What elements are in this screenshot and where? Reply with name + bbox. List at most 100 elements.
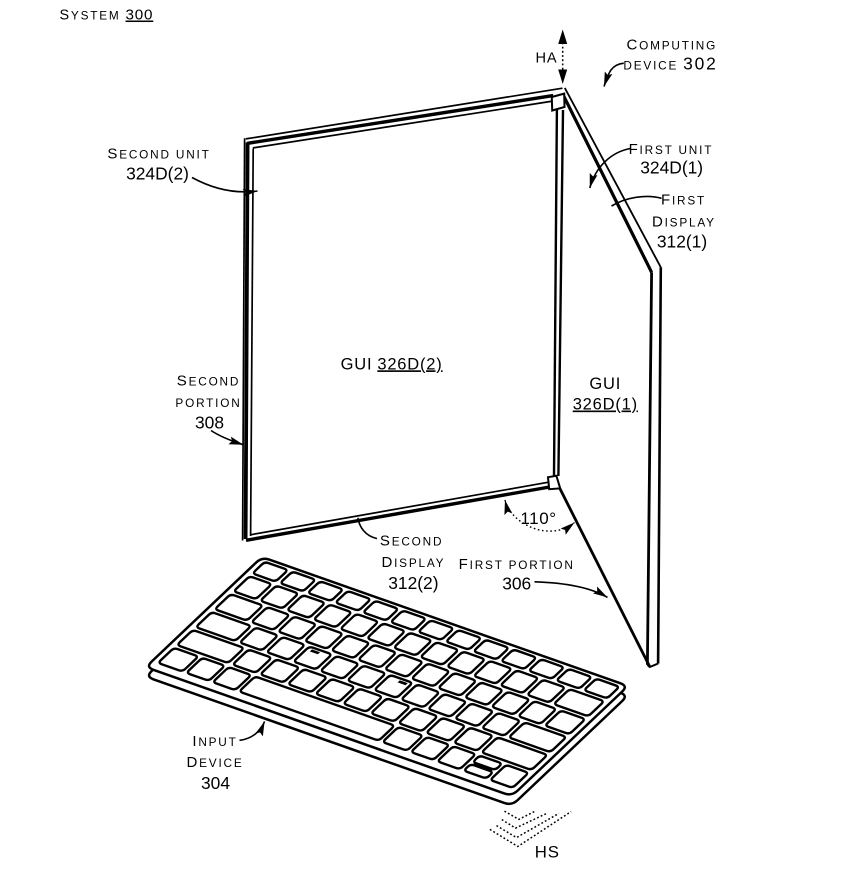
keyboard-homing-mark-f bbox=[309, 649, 321, 655]
keyboard-key bbox=[260, 658, 299, 683]
first-portion-leader bbox=[534, 581, 608, 599]
keyboard-key bbox=[371, 697, 410, 722]
second-panel-top-inner-line bbox=[252, 100, 554, 149]
keyboard-key bbox=[278, 616, 316, 640]
keyboard-key bbox=[315, 678, 355, 703]
keyboard-key-arrow-up bbox=[473, 755, 502, 771]
gui-second-number: 326D(2) bbox=[377, 355, 442, 373]
keyboard-key bbox=[529, 658, 564, 680]
second-panel-bottom-inner-line bbox=[250, 481, 549, 536]
keyboard-key bbox=[343, 688, 382, 713]
first-unit-line1: FIRST UNIT bbox=[629, 141, 714, 158]
keyboard-arrow-separator bbox=[472, 761, 495, 772]
first-panel-right-inner-line bbox=[646, 272, 653, 665]
first-portion-line1: FIRST PORTION bbox=[459, 556, 575, 573]
keyboard-key bbox=[482, 712, 520, 737]
gui-first-label: GUI bbox=[589, 375, 621, 393]
leader-lines bbox=[191, 62, 662, 742]
keyboard-key bbox=[418, 619, 454, 641]
keyboard-key bbox=[509, 721, 566, 753]
hinge-bracket-bottom bbox=[546, 474, 562, 491]
keyboard-key bbox=[474, 660, 512, 685]
keyboard-key bbox=[374, 674, 413, 699]
keyboard-key bbox=[293, 646, 332, 670]
computing-device-line1: COMPUTING bbox=[626, 37, 717, 54]
keyboard-key bbox=[335, 590, 371, 612]
input-device-line1: INPUT bbox=[192, 733, 237, 750]
second-unit-line1: SECOND UNIT bbox=[107, 145, 210, 162]
first-portion-number: 306 bbox=[502, 574, 531, 594]
keyboard-key bbox=[308, 580, 343, 602]
keyboard-key bbox=[490, 764, 529, 789]
keyboard-key bbox=[491, 691, 530, 715]
input-device-number: 304 bbox=[201, 773, 230, 793]
second-unit-panel bbox=[241, 87, 565, 542]
second-panel-top-outer-line bbox=[245, 87, 563, 140]
keyboard-key bbox=[367, 622, 405, 647]
hs-chevron-2 bbox=[501, 812, 549, 829]
first-display-leader bbox=[611, 195, 662, 207]
keyboard-key bbox=[385, 653, 423, 678]
keyboard-key bbox=[213, 666, 251, 691]
keyboard-key bbox=[545, 710, 585, 735]
second-portion-line2: PORTION bbox=[175, 396, 241, 410]
second-panel-left-inner-line bbox=[249, 148, 255, 537]
hinge-axis-arrow bbox=[558, 29, 568, 84]
second-portion-number: 308 bbox=[195, 413, 224, 433]
first-unit-number: 324D(1) bbox=[640, 157, 703, 177]
keyboard-key bbox=[340, 613, 379, 638]
gui-first-number: 326D(1) bbox=[573, 396, 638, 414]
input-device-leader bbox=[239, 721, 266, 742]
keyboard-key bbox=[411, 663, 450, 687]
keyboard-key bbox=[320, 655, 359, 680]
computing-device-number: 302 bbox=[683, 54, 717, 74]
keyboard-key bbox=[447, 651, 485, 675]
second-panel-bottom-thick-line bbox=[245, 485, 550, 542]
second-unit-leader bbox=[191, 176, 258, 197]
hs-label: HS bbox=[535, 843, 560, 862]
keyboard-key bbox=[426, 717, 465, 742]
keyboard-key bbox=[363, 600, 399, 621]
keyboard-key bbox=[382, 726, 423, 751]
first-panel-top-thick-line bbox=[561, 93, 654, 274]
ha-arrow-head-down bbox=[558, 69, 568, 84]
keyboard-key bbox=[420, 641, 459, 666]
keyboard-key bbox=[186, 657, 225, 682]
second-panel-top-thick-line bbox=[246, 93, 554, 146]
first-display-number: 312(1) bbox=[657, 232, 707, 252]
keyboard-key bbox=[465, 681, 503, 706]
first-unit-panel bbox=[558, 87, 663, 669]
hinge-angle-label: 110° bbox=[520, 509, 556, 528]
keyboard-key-arrow-down bbox=[464, 763, 493, 779]
keyboard-key bbox=[394, 632, 432, 656]
keyboard-key bbox=[287, 594, 325, 619]
second-display-line1: SECOND bbox=[380, 533, 443, 550]
keyboard-key bbox=[232, 649, 272, 674]
keyboard bbox=[147, 557, 626, 806]
keyboard-key bbox=[438, 672, 476, 697]
keyboard-key bbox=[500, 669, 539, 694]
keyboard-key bbox=[215, 593, 263, 621]
input-device-line2: DEVICE bbox=[186, 754, 243, 771]
first-portion-edge bbox=[558, 488, 652, 668]
hs-chevron-1 bbox=[504, 810, 536, 821]
second-panel-left-thick-line bbox=[243, 142, 250, 540]
hinge-column-left-line bbox=[552, 109, 559, 477]
first-unit-leader bbox=[589, 147, 631, 189]
keyboard-key bbox=[288, 668, 327, 693]
first-display-line1: FIRST bbox=[661, 191, 706, 208]
keyboard-key bbox=[556, 668, 592, 690]
keyboard-key bbox=[481, 736, 548, 771]
keyboard-key bbox=[233, 575, 272, 600]
keyboard-key bbox=[314, 604, 352, 628]
hinge-stack-hatch bbox=[489, 810, 572, 848]
keyboard-key bbox=[305, 625, 343, 650]
second-display-leader bbox=[357, 517, 378, 540]
keyboard-key bbox=[527, 679, 565, 703]
keyboard-key bbox=[358, 644, 396, 668]
keyboard-key bbox=[518, 700, 556, 725]
keyboard-key bbox=[398, 707, 438, 732]
